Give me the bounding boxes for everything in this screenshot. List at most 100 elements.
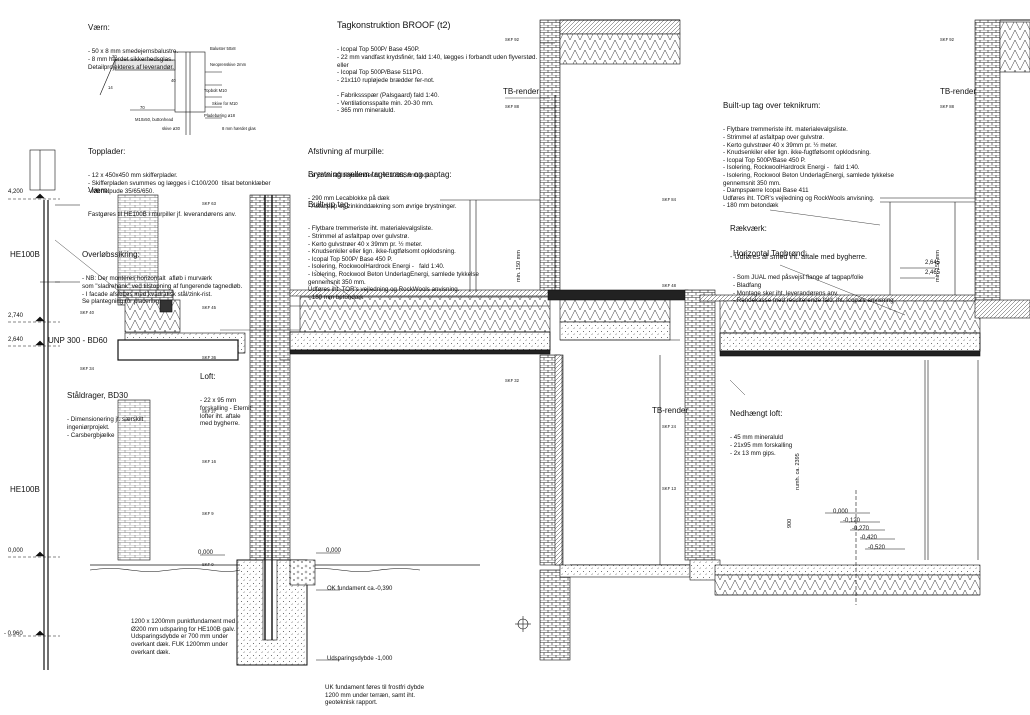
skf-13: SKF 13	[662, 486, 676, 491]
detail-topbolt: Topbolt M10	[204, 88, 227, 93]
note-line: Udføres iht. TOR's vejledning og RockWoo…	[308, 286, 460, 294]
note-line: lofter iht. aftale	[200, 412, 241, 420]
note-line: Udsparingsdybde er 700 mm under	[131, 633, 228, 641]
note-line: - Montage sker iht. leverandørens anv.	[733, 289, 839, 297]
detail-d14: 14	[108, 85, 113, 90]
note-tagbroend-title: Horizontal Tagbrønd:	[733, 249, 808, 259]
note-line: - Icopal Top 500P/Base 450 P.	[723, 156, 806, 164]
note-line: - Fabrikssspær (Palsgaard) fald 1:40.	[337, 91, 440, 99]
note-staldrager-title: Ståldrager, BD30	[67, 391, 128, 401]
ground-line	[89, 559, 480, 586]
skf-88b: SKF 88	[940, 104, 954, 109]
note-vaern-top-lines: - 50 x 8 mm smedejernsbalustre.- 8 mm hæ…	[88, 48, 178, 71]
note-staldrager: Ståldrager, BD30 - Dimensionering jf. sæ…	[67, 376, 143, 447]
note-line: - Flytbare tremmeriste iht. materialeval…	[308, 225, 433, 233]
note-line: - Dampspærre Icopal Base 411	[723, 187, 809, 195]
note-line: - 180 mm betondæk	[723, 202, 779, 210]
skf-16: SKF 16	[202, 459, 216, 464]
note-line: geoteknisk rapport.	[325, 699, 378, 707]
note-line: - 22 x 95 mm	[200, 397, 237, 405]
note-line: - 365 mm mineraluld.	[337, 107, 396, 115]
note-line: Ø200 mm udsparing for HE100B galv.	[131, 625, 236, 633]
note-topplader: Topplader: - 12 x 450x450 mm skifferplad…	[88, 132, 271, 203]
note-line: - 21x110 rupløjede brædder fer-not.	[337, 76, 435, 84]
level-markers-right	[200, 267, 935, 661]
level-0420: -0,420	[860, 535, 878, 541]
note-overlob-lines: - NB: Der monteres horizontalt afløb i m…	[82, 275, 242, 305]
note-line: - Rendekasse med resulterende fald, iht.…	[733, 297, 894, 305]
skf-36: SKF 36	[202, 355, 216, 360]
note-line: - Udføres af smed iht. aftale med bygher…	[730, 252, 868, 261]
leader-lines	[54, 42, 906, 396]
level-lines-left	[8, 198, 60, 637]
builtup-roof-left	[280, 289, 551, 361]
note-line: - 180 mm betondæk	[308, 293, 364, 301]
skf-92a: SKF 92	[505, 37, 519, 42]
note-line: - Icopal Top 500P/ Base 450P.	[337, 46, 420, 54]
note-vaern-mid-lines: Fastgøres til HE100B i murpiller jf. lev…	[88, 211, 236, 219]
detail-d70: 70	[140, 105, 145, 110]
note-overlob-title: Overløbssikring:	[82, 250, 140, 260]
level-0270: -0,270	[852, 526, 870, 532]
wall-section-mid	[539, 19, 691, 661]
note-raekvaerk-title: Rækværk:	[730, 224, 767, 233]
note-line: - Isolering, Rockwool Beton UnderlagEner…	[723, 171, 894, 179]
label-tb-render-2: TB-render	[940, 87, 977, 96]
note-line: - 45 mm mineraluld	[730, 434, 783, 442]
skf-40: SKF 40	[80, 310, 94, 315]
skf-9: SKF 9	[202, 511, 214, 516]
detail-pladebsr: Pladebøring ø18	[204, 113, 235, 118]
note-line: - 12 x 450x450 mm skifferplader.	[88, 172, 178, 180]
note-builtup-right-title: Built-up tag over teknikrum:	[723, 101, 821, 111]
note-line: Detailprojekteres af leverandør.	[88, 63, 174, 71]
note-brystning-title: Brystning mellem tagterrasse og paptag:	[308, 170, 452, 180]
note-line: forskalling - Eternit	[200, 404, 252, 412]
note-line: - 290 mm Lecablokke på dæk	[308, 195, 390, 203]
note-tagbroend-lines: - Som JUAL med påsvejst flange af tagpap…	[733, 274, 894, 304]
skf-24: SKF 24	[662, 424, 676, 429]
label-tb-render-3: TB-render	[652, 406, 689, 415]
note-afstivning: Afstivning af murpille: - ø 5mm stålbøjl…	[308, 132, 430, 188]
brick-pillar-left	[117, 194, 159, 306]
note-line: - Knudsenkiler eller lign. ikke-fugtføls…	[308, 248, 456, 256]
brick-wall-lower-left	[117, 399, 151, 561]
note-line: - Ventilationsspalte min. 20-30 mm.	[337, 99, 434, 107]
label-min150-b: min. 150 mm	[935, 250, 941, 282]
note-line: Udføres iht. TOR's vejledning og RockWoo…	[723, 194, 875, 202]
note-line: gennemsnit 350 mm.	[308, 278, 366, 286]
note-tagkonstruktion-title: Tagkonstruktion BROOF (t2)	[337, 20, 451, 31]
note-line: - Flytbare tremmeriste iht. materialeval…	[723, 126, 848, 134]
skf-63: SKF 63	[202, 201, 216, 206]
note-line: - Dimensionering jf. særskilt	[67, 416, 144, 424]
note-line: overkant dæk.	[131, 648, 171, 656]
note-loft-title: Loft:	[200, 372, 216, 382]
skf-0: SKF 0	[202, 562, 214, 567]
detail-baluster: Baluster 50x8	[210, 46, 236, 51]
detail-glas: 8 mm hærdet glas	[222, 126, 256, 131]
note-line: 1200 x 1200mm punktfundament med	[131, 618, 236, 626]
note-tagkonstruktion: Tagkonstruktion BROOF (t2) - Icopal Top …	[337, 5, 537, 122]
note-line: - 2x 13 mm gips.	[730, 449, 776, 457]
detail-d40: 40	[171, 78, 176, 83]
level-0000-mid2: 0,000	[326, 548, 342, 554]
note-raekvaerk-lines: - Udføres af smed iht. aftale med bygher…	[730, 252, 867, 261]
note-raekvaerk: Rækværk: - Udføres af smed iht. aftale m…	[730, 206, 867, 270]
note-nedhaengt-title: Nedhængt loft:	[730, 409, 783, 419]
detail-neopren: Neoprenskive 2mm	[210, 62, 247, 67]
note-line: ingeniørprojekt.	[67, 423, 110, 431]
note-line: med bygherre.	[200, 420, 240, 428]
label-unp: UNP 300 - BD60	[48, 336, 108, 345]
level-4200: 4,200	[8, 189, 24, 195]
level-2640: 2,640	[8, 337, 24, 343]
detail-d20: 20	[112, 54, 117, 59]
note-topplader-lines: - 12 x 450x450 mm skifferplader.- Skiffe…	[88, 172, 271, 195]
baluster-detail	[99, 51, 222, 135]
note-brystning-lines: - 290 mm Lecablokke på dæk- Asfaltpap og…	[308, 195, 457, 210]
note-line: - 22 mm vandfast krydsfinér, fald 1:40, …	[337, 53, 538, 61]
label-min150-a: min. 150 mm	[516, 250, 522, 282]
